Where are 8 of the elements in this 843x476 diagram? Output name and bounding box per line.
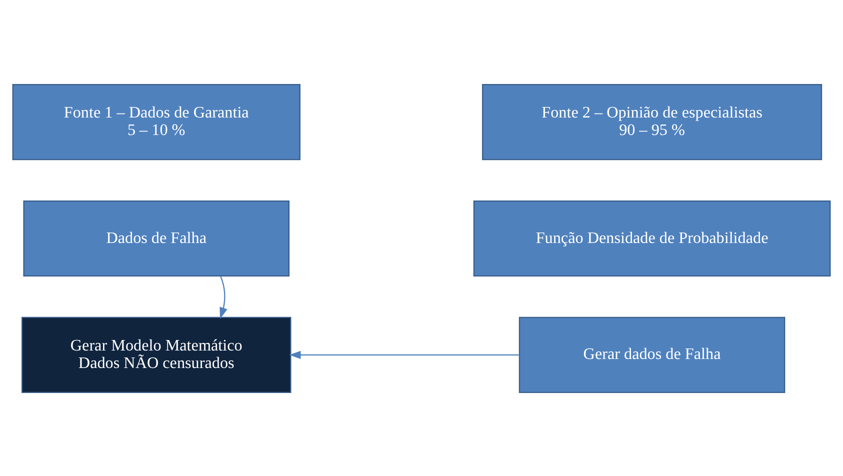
node-box: Gerar Modelo Matemático Dados NÃO censurados (22, 316, 292, 392)
node-box: Dados de Falha (23, 200, 290, 276)
node-box: Função Densidade de Probabilidade (473, 200, 831, 276)
node-box: Fonte 1 – Dados de Garantia 5 – 10 % (12, 84, 300, 160)
node-box: Gerar dados de Falha (518, 316, 786, 392)
arrow (289, 350, 520, 358)
node-box: Fonte 2 – Opinião de especialistas 90 – 95 % (482, 84, 822, 160)
arrow (220, 275, 228, 318)
